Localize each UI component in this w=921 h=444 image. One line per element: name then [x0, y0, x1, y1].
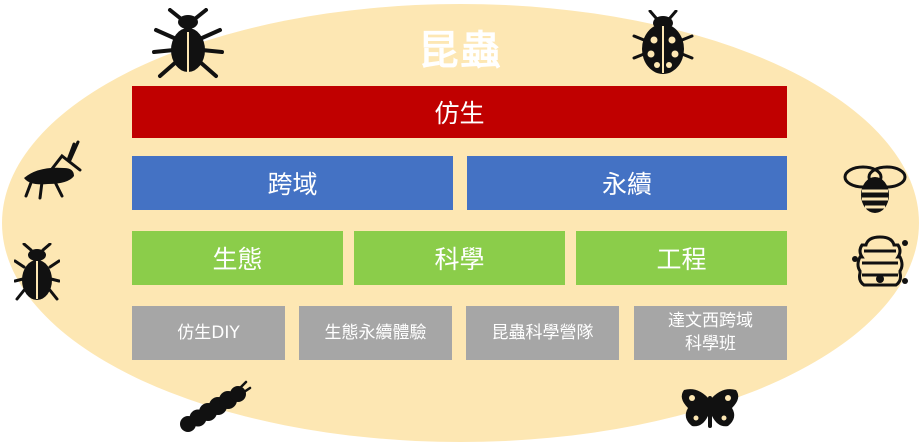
program-da-vinci-class: 達文西跨域 科學班 — [634, 306, 787, 360]
beehive-icon — [850, 233, 910, 291]
layer-engineering: 工程 — [576, 231, 787, 285]
layer-sustainability: 永續 — [467, 156, 787, 210]
diagram-title: 昆蟲 — [418, 28, 503, 74]
program-biomimicry-diy: 仿生DIY — [132, 306, 285, 360]
program-biomimicry-diy-label: 仿生DIY — [177, 322, 240, 343]
layer-science: 科學 — [354, 231, 565, 285]
program-da-vinci-class-label: 達文西跨域 科學班 — [668, 311, 753, 354]
background-ellipse — [2, 4, 919, 442]
layer-cross-domain-label: 跨域 — [267, 170, 318, 199]
scarab-icon — [14, 243, 60, 303]
layer-ecology: 生態 — [132, 231, 343, 285]
beetle-icon — [150, 8, 226, 80]
program-eco-experience-label: 生態永續體驗 — [324, 322, 427, 343]
layer-biomimicry: 仿生 — [132, 86, 787, 138]
caterpillar-icon — [178, 380, 252, 436]
layer-sustainability-label: 永續 — [601, 170, 652, 199]
layer-engineering-label: 工程 — [656, 245, 707, 274]
layer-biomimicry-label: 仿生 — [434, 99, 485, 128]
grasshopper-icon — [18, 140, 86, 202]
program-eco-experience: 生態永續體驗 — [299, 306, 452, 360]
bee-icon — [841, 163, 909, 217]
layer-science-label: 科學 — [434, 245, 485, 274]
butterfly-icon — [678, 384, 742, 434]
program-insect-camp-label: 昆蟲科學營隊 — [491, 322, 594, 343]
ladybug-icon — [632, 10, 694, 76]
layer-cross-domain: 跨域 — [132, 156, 453, 210]
layer-ecology-label: 生態 — [212, 245, 263, 274]
program-insect-camp: 昆蟲科學營隊 — [466, 306, 619, 360]
